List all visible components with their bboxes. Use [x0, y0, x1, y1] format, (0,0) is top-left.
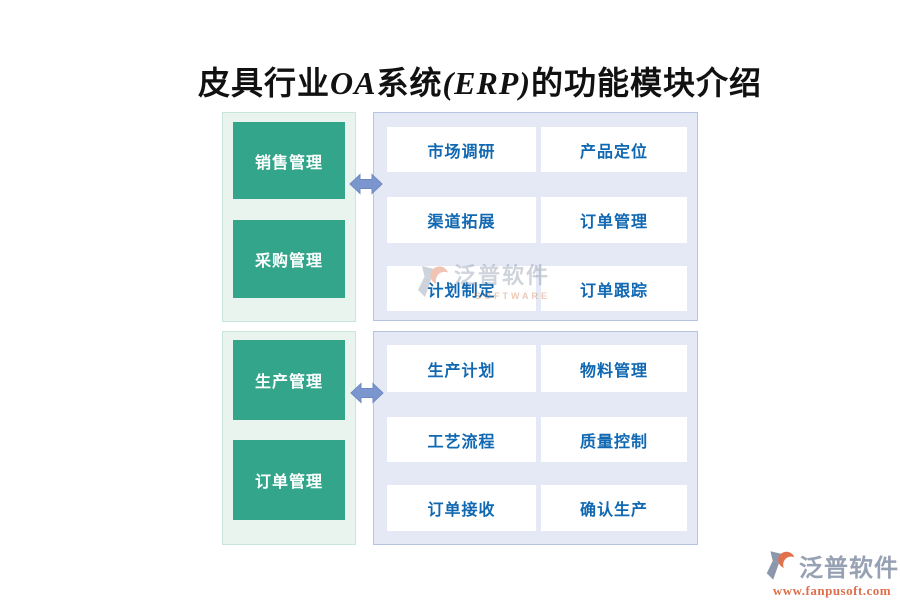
production-management-box: 生产管理	[233, 340, 345, 420]
production-plan-box: 生产计划	[387, 345, 536, 392]
sales-management-box: 销售管理	[233, 122, 345, 199]
title-segment: 系统	[376, 65, 443, 101]
confirm-production-box: 确认生产	[541, 485, 687, 531]
fanpu-logo-icon	[764, 547, 797, 583]
procurement-management-box: 采购管理	[233, 220, 345, 298]
title-segment: 的功能模块介绍	[531, 65, 763, 101]
brand-url-text: www.fanpusoft.com	[772, 583, 892, 598]
title-segment: 皮具行业	[197, 65, 330, 101]
product-positioning-box: 产品定位	[541, 127, 687, 172]
market-research-box: 市场调研	[387, 127, 536, 172]
title-segment: (ERP)	[442, 65, 531, 101]
process-flow-box: 工艺流程	[387, 417, 536, 462]
order-tracking-box: 订单跟踪	[541, 266, 687, 311]
plan-formulation-box: 计划制定	[387, 266, 536, 311]
material-management-box: 物料管理	[541, 345, 687, 392]
channel-expansion-box: 渠道拓展	[387, 197, 536, 243]
order-management-sub-box: 订单管理	[541, 197, 687, 243]
title-segment: OA	[329, 65, 377, 101]
order-receiving-box: 订单接收	[387, 485, 536, 531]
fanpu-brand-footer: 泛普软件 www.fanpusoft.com	[764, 547, 900, 599]
double-arrow-icon	[349, 173, 383, 195]
page-title: 皮具行业OA系统(ERP)的功能模块介绍	[60, 58, 900, 104]
brand-name-text: 泛普软件	[799, 554, 899, 582]
order-management-box: 订单管理	[233, 440, 345, 520]
quality-control-box: 质量控制	[541, 417, 687, 462]
double-arrow-icon	[350, 382, 384, 404]
